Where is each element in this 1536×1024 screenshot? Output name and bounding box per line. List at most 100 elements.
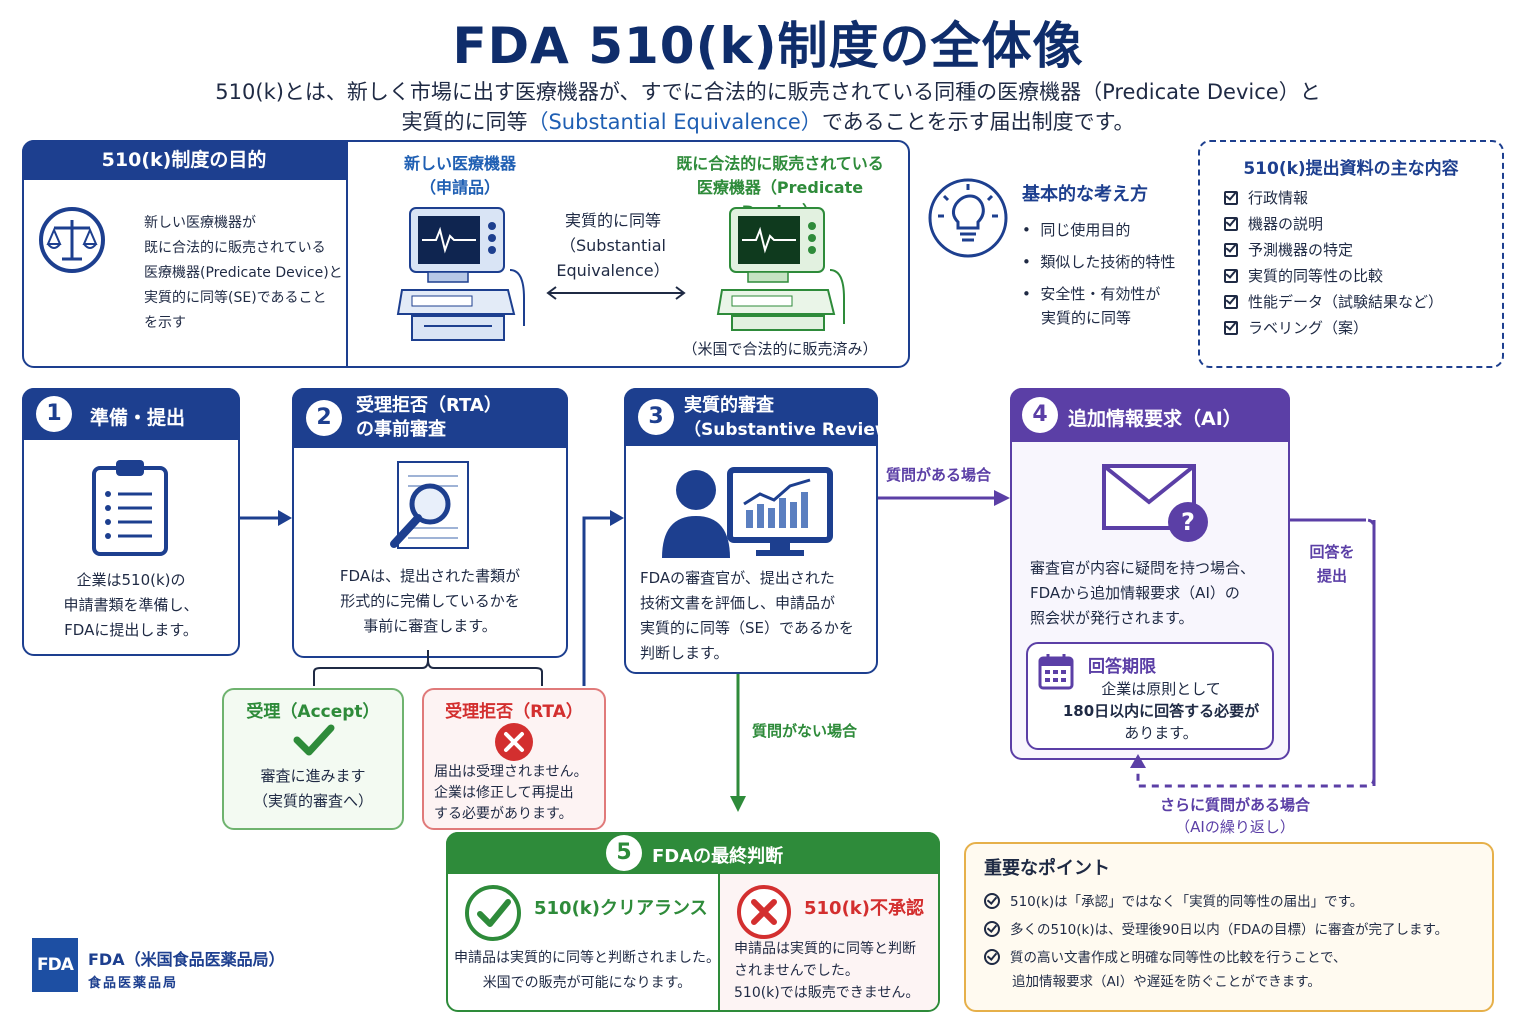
check-circle-icon [984, 949, 1000, 965]
reviewer-icon [662, 467, 833, 558]
title-line: 実質的審査 [684, 395, 774, 416]
purpose-header: 510(k)制度の目的 [22, 140, 346, 180]
documents-list: 行政情報 機器の説明 予測機器の特定 実質的同等性の比較 性能データ（試験結果な… [1224, 185, 1443, 341]
basic-item-text: 類似した技術的特性 [1040, 253, 1176, 271]
step5-header [446, 832, 940, 874]
predicate-note: （米国で合法的に販売済み） [682, 340, 878, 358]
step4-text: 審査官が内容に疑問を持つ場合、 FDAから追加情報要求（AI）の 照会状が発行さ… [1030, 556, 1286, 631]
documents-item: 性能データ（試験結果など） [1224, 289, 1443, 315]
subtitle-line2: 実質的に同等（Substantial Equivalence）であることを示す届… [0, 106, 1536, 136]
label-line: 回答を [1309, 543, 1355, 561]
text-line: （実質的審査へ） [252, 792, 373, 810]
basic-item-text: 実質的に同等 [1041, 309, 1132, 327]
arrow-icon [582, 510, 624, 686]
fda-name: FDA（米国食品医薬品局） [88, 950, 285, 969]
points-list: 510(k)は「承認」ではなく「実質的同等性の届出」です。 多くの510(k)は… [984, 888, 1490, 992]
point-item: 多くの510(k)は、受理後90日以内（FDAの目標）に審査が完了します。 [984, 916, 1490, 944]
checkbox-icon [1224, 321, 1238, 335]
fda-logo: FDA [32, 938, 78, 992]
purpose-line: 医療機器(Predicate Device)と [144, 265, 343, 281]
divider [718, 874, 720, 1012]
check-circle-icon [984, 893, 1000, 909]
purpose-text: 新しい医療機器が 既に合法的に販売されている 医療機器(Predicate De… [144, 211, 344, 336]
title-line: の事前審査 [356, 419, 446, 440]
subtitle-line1: 510(k)とは、新しく市場に出す医療機器が、すでに合法的に販売されている同種の… [215, 80, 1321, 104]
document-search-icon [390, 461, 469, 549]
step1-number: 1 [36, 396, 72, 432]
point-text: 510(k)は「承認」ではなく「実質的同等性の届出」です。 [1010, 894, 1364, 910]
subtitle-post: であることを示す届出制度です。 [821, 110, 1135, 134]
text-line: FDAに提出します。 [64, 621, 198, 639]
step3-title: 実質的審査 （Substantive Review） [684, 394, 908, 442]
mail-question-icon: ? [1102, 464, 1208, 542]
branch-bracket [313, 650, 543, 686]
submit-answer-label: 回答を 提出 [1300, 540, 1364, 588]
deadline-text: 企業は原則として 180日以内に回答する必要が あります。 [1036, 678, 1286, 744]
label-line: 新しい医療機器 [403, 154, 516, 173]
checkbox-icon [1224, 243, 1238, 257]
point-item: 質の高い文書作成と明確な同等性の比較を行うことで、 [984, 944, 1490, 972]
documents-item-text: 行政情報 [1248, 189, 1309, 207]
text-line: 申請書類を準備し、 [63, 596, 199, 614]
scales-icon [39, 207, 105, 273]
svg-text:?: ? [1181, 508, 1195, 536]
ai-loop-arrow [1130, 518, 1376, 788]
equivalence-label: 実質的に同等 （Substantial Equivalence） [548, 208, 678, 283]
text-line: 米国での販売が可能になります。 [482, 975, 692, 991]
text-line: する必要があります。 [434, 806, 573, 822]
basic-item: • 同じ使用目的 [1022, 221, 1131, 239]
deadline-title: 回答期限 [1088, 657, 1156, 677]
check-circle-icon [984, 921, 1000, 937]
label-line: （申請品） [419, 178, 500, 197]
purpose-line: 実質的に同等(SE)であること [144, 290, 327, 306]
purpose-line: を示す [144, 315, 186, 331]
subtitle-highlight: （Substantial Equivalence） [527, 110, 822, 134]
point-item: 追加情報要求（AI）や遅延を防ぐことができます。 [984, 972, 1490, 992]
step3-text: FDAの審査官が、提出された 技術文書を評価し、申請品が 実質的に同等（SE）で… [640, 566, 876, 666]
text-line: FDAから追加情報要求（AI）の [1030, 584, 1240, 602]
accept-text: 審査に進みます （実質的審査へ） [222, 764, 404, 814]
basic-item: 実質的に同等 [1022, 306, 1175, 330]
text-line: されませんでした。 [734, 963, 859, 979]
point-text: 多くの510(k)は、受理後90日以内（FDAの目標）に審査が完了します。 [1010, 922, 1449, 938]
page-title: FDA 510(k)制度の全体像 [452, 17, 1084, 75]
step3-number: 3 [638, 399, 674, 435]
basic-item-text: 安全性・有効性が [1040, 285, 1161, 303]
documents-title: 510(k)提出資料の主な内容 [1243, 159, 1459, 179]
documents-item: 予測機器の特定 [1224, 237, 1443, 263]
documents-item: ラベリング（案） [1224, 315, 1443, 341]
points-box [964, 842, 1494, 1012]
basic-item: • 安全性・有効性が [1022, 285, 1161, 303]
documents-item: 機器の説明 [1224, 211, 1443, 237]
text-line: 形式的に完備しているかを [340, 592, 520, 610]
documents-item-text: 機器の説明 [1248, 215, 1324, 233]
step4-number: 4 [1022, 397, 1058, 433]
divider [346, 140, 348, 368]
rta-text: 届出は受理されません。 企業は修正して再提出 する必要があります。 [434, 762, 604, 825]
text-line: 照会状が発行されます。 [1030, 609, 1194, 627]
text-line: 企業は修正して再提出 [434, 785, 574, 801]
basic-list: • 同じ使用目的 • 類似した技術的特性 • 安全性・有効性が 実質的に同等 [1022, 214, 1175, 330]
arrow-icon [240, 510, 292, 526]
title-line: （Substantive Review） [684, 420, 908, 440]
step1-title: 準備・提出 [90, 407, 186, 429]
predicate-monitor-icon [716, 207, 845, 331]
documents-item-text: 性能データ（試験結果など） [1248, 293, 1444, 311]
checkbox-icon [1224, 217, 1238, 231]
text-line: 企業は510(k)の [76, 571, 186, 589]
text-line: FDAの審査官が、提出された [640, 569, 835, 587]
label-line: （AIの繰り返し） [1175, 818, 1295, 836]
point-text: 質の高い文書作成と明確な同等性の比較を行うことで、 [1010, 950, 1347, 966]
documents-item: 実質的同等性の比較 [1224, 263, 1443, 289]
monitor-device-icon [396, 207, 525, 341]
has-question-label: 質問がある場合 [886, 466, 992, 484]
step2-title: 受理拒否（RTA） の事前審査 [356, 394, 502, 442]
label-line: （Substantial [560, 236, 666, 255]
purpose-line: 新しい医療機器が [144, 215, 256, 231]
clearance-text: 申請品は実質的に同等と判断されました。 米国での販売が可能になります。 [452, 946, 722, 996]
step5-number: 5 [606, 835, 642, 871]
label-line: 実質的に同等 [564, 211, 661, 230]
text-line: 実質的に同等（SE）であるかを [640, 619, 854, 637]
text-line: 申請品は実質的に同等と判断 [734, 941, 916, 957]
clipboard-icon [92, 460, 168, 556]
